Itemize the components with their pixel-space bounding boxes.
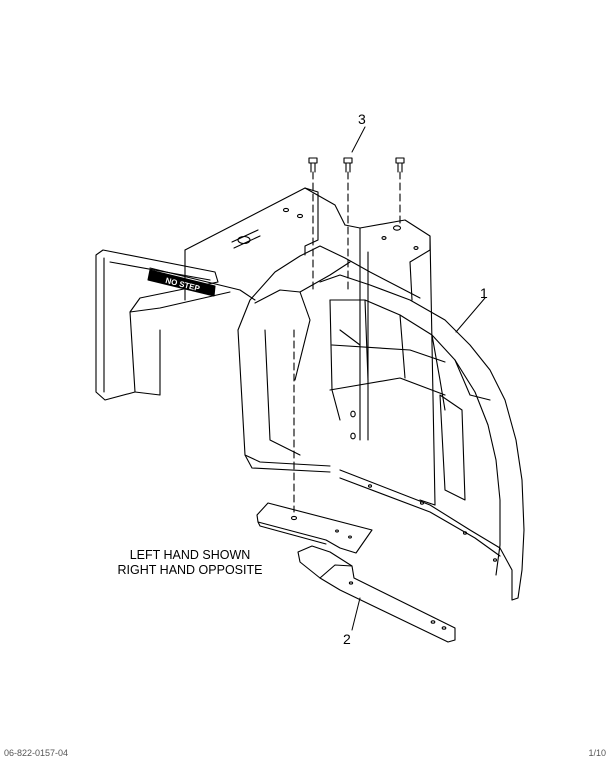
note-line-1: LEFT HAND SHOWN [129,548,251,562]
bolt-2 [343,157,353,173]
fender-body [95,245,525,601]
callout-3: 3 [358,111,366,127]
note-line-2: RIGHT HAND OPPOSITE [117,563,263,577]
no-step-decal: NO STEP [147,269,216,297]
callout-1: 1 [480,285,488,301]
footer-page-number: 1/10 [588,748,606,758]
orientation-note: LEFT HAND SHOWN RIGHT HAND OPPOSITE [60,548,320,578]
callout-2: 2 [343,631,351,647]
rear-mounting-frame [184,187,436,506]
lower-bracket-strap [297,545,456,643]
footer-document-number: 06-822-0157-04 [4,748,69,758]
leader-lines [351,126,486,631]
bolt-3 [395,157,405,173]
upper-bracket [256,502,373,554]
assembly-lines [293,171,401,513]
bolt-1 [308,157,318,173]
